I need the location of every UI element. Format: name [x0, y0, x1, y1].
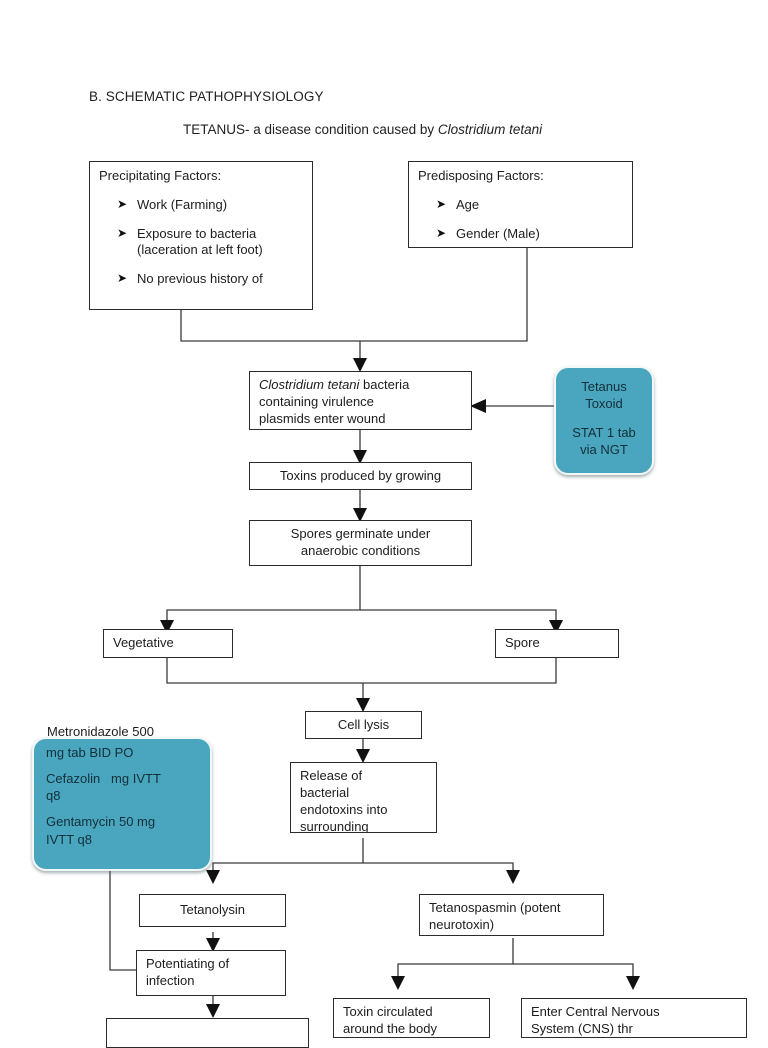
- diagram-title: TETANUS- a disease condition caused by C…: [183, 122, 542, 137]
- medications-spacer-2: [46, 804, 198, 813]
- medication-cefazolin-route: mg IVTT: [111, 771, 161, 787]
- tetanolysin-box: Tetanolysin: [139, 894, 286, 927]
- wire-split-right: [360, 609, 557, 622]
- tetanospasmin-line-2: neurotoxin): [429, 916, 495, 932]
- spore-label: Spore: [505, 635, 540, 650]
- tetanolysin-label: Tetanolysin: [179, 902, 246, 917]
- tetanospasmin-line-1: Tetanospasmin (potent: [429, 900, 561, 915]
- list-item-label: Age: [456, 196, 480, 212]
- bullet-arrow-icon: ➤: [436, 225, 447, 240]
- medication-line-3: q8: [46, 788, 61, 804]
- medications-callout: mg tab BID PO Cefazolin mg IVTT q8 Genta…: [32, 737, 212, 871]
- toxin-circulated-box: Toxin circulated around the body: [333, 998, 490, 1038]
- bullet-arrow-icon: ➤: [117, 270, 128, 285]
- spore-box: Spore: [495, 629, 619, 658]
- toxin-circulated-line-1: Toxin circulated: [343, 1004, 433, 1019]
- pathophysiology-diagram: B. SCHEMATIC PATHOPHYSIOLOGY TETANUS- a …: [32, 89, 747, 1048]
- section-heading: B. SCHEMATIC PATHOPHYSIOLOGY: [89, 89, 324, 104]
- predisposing-factors-list: ➤ Age ➤ Gender (Male): [418, 197, 623, 242]
- bullet-arrow-icon: ➤: [117, 225, 128, 240]
- wire-split-left: [166, 566, 361, 622]
- medications-spacer-1: [46, 761, 198, 770]
- release-line-2: bacterial: [300, 784, 350, 800]
- medication-line-1: mg tab BID PO: [46, 745, 134, 760]
- precipitating-factors-title: Precipitating Factors:: [99, 168, 222, 183]
- release-endotoxins-box: Release of bacterial endotoxins into sur…: [290, 762, 437, 833]
- spores-germinate-line-1: Spores germinate under: [290, 526, 431, 541]
- potentiating-line-1: Potentiating of: [146, 956, 230, 971]
- release-line-3: endotoxins into: [300, 801, 388, 817]
- potentiating-next-box: [106, 1018, 309, 1048]
- vegetative-box: Vegetative: [103, 629, 233, 658]
- vegetative-label: Vegetative: [113, 635, 174, 650]
- toxoid-line-1: Tetanus: [581, 379, 627, 394]
- predisposing-factors-box: Predisposing Factors: ➤ Age ➤ Gender (Ma…: [408, 161, 633, 248]
- toxoid-line-3: STAT 1 tab: [572, 425, 636, 441]
- wire-release-split-right: [363, 862, 514, 872]
- spores-germinate-box: Spores germinate under anaerobic conditi…: [249, 520, 472, 566]
- medication-line-4: Gentamycin 50 mg: [46, 814, 156, 830]
- bullet-arrow-icon: ➤: [117, 196, 128, 211]
- toxin-circulated-line-2: around the body: [343, 1020, 437, 1036]
- list-item-label-cont: (laceration at left foot): [137, 242, 263, 258]
- medications-overflow-label: Metronidazole 500: [47, 724, 154, 739]
- entry-box: Clostridium tetani bacteria containing v…: [249, 371, 472, 430]
- potentiating-infection-box: Potentiating of infection: [136, 950, 286, 996]
- toxins-produced-label: Toxins produced by growing: [279, 468, 442, 483]
- arrowhead-tetanospasmin: [506, 870, 520, 884]
- list-item-label: Exposure to bacteria: [137, 225, 257, 241]
- release-line-1: Release of: [300, 768, 363, 783]
- wire-meds-to-potentiating: [109, 860, 136, 971]
- toxoid-line-2: Toxoid: [585, 396, 623, 412]
- arrowhead-enter-cns: [626, 976, 640, 990]
- list-item-label: No previous history of: [137, 270, 263, 286]
- arrowhead-toxoid: [470, 399, 486, 413]
- tetanospasmin-box: Tetanospasmin (potent neurotoxin): [419, 894, 604, 936]
- precipitating-factors-box: Precipitating Factors: ➤ Work (Farming) …: [89, 161, 313, 310]
- list-item: ➤ Age: [418, 197, 623, 214]
- list-item: ➤ Gender (Male): [418, 226, 623, 243]
- predisposing-factors-title: Predisposing Factors:: [418, 168, 544, 183]
- entry-line-1: Clostridium tetani bacteria: [259, 377, 462, 394]
- list-item-label: Gender (Male): [456, 225, 540, 241]
- arrowhead-potentiating-down: [206, 1004, 220, 1018]
- list-item-label: Work (Farming): [137, 196, 228, 212]
- wire-tetanospasmin-left: [397, 938, 514, 978]
- list-item: ➤ Work (Farming): [99, 197, 303, 214]
- enter-cns-line-1: Enter Central Nervous: [531, 1004, 660, 1019]
- entry-line-2: containing virulence: [259, 393, 374, 409]
- arrowhead-entry: [353, 358, 367, 372]
- toxoid-spacer: [566, 412, 642, 424]
- wire-tetanospasmin-right: [513, 963, 634, 978]
- release-line-4: surrounding: [300, 818, 369, 833]
- entry-line-3: plasmids enter wound: [259, 410, 386, 426]
- potentiating-line-2: infection: [146, 972, 195, 988]
- list-item: ➤ No previous history of: [99, 271, 303, 288]
- medication-line-5: IVTT q8: [46, 831, 93, 847]
- arrowhead-cell-lysis: [356, 698, 370, 712]
- tetanus-toxoid-callout: Tetanus Toxoid STAT 1 tab via NGT: [554, 366, 654, 475]
- diagram-title-species: Clostridium tetani: [437, 122, 543, 137]
- cell-lysis-box: Cell lysis: [305, 711, 422, 739]
- enter-cns-box: Enter Central Nervous System (CNS) thr: [521, 998, 747, 1038]
- wire-merge-to-lysis: [166, 658, 557, 684]
- diagram-title-prefix: TETANUS- a disease condition caused by: [183, 122, 438, 137]
- precipitating-factors-list: ➤ Work (Farming) ➤ Exposure to bacteria …: [99, 197, 303, 288]
- toxins-produced-box: Toxins produced by growing: [249, 462, 472, 490]
- medication-cefazolin: Cefazolin: [46, 771, 101, 787]
- spores-germinate-line-2: anaerobic conditions: [300, 542, 421, 558]
- entry-line-1-rest: bacteria: [359, 377, 410, 392]
- enter-cns-line-2: System (CNS) thr: [531, 1020, 633, 1036]
- bullet-arrow-icon: ➤: [436, 196, 447, 211]
- arrowhead-toxin-circulated: [391, 976, 405, 990]
- list-item: ➤ Exposure to bacteria (laceration at le…: [99, 226, 303, 259]
- cell-lysis-label: Cell lysis: [337, 717, 390, 732]
- entry-species: Clostridium tetani: [259, 377, 360, 392]
- arrowhead-release: [356, 749, 370, 763]
- medication-line-2: Cefazolin mg IVTT: [46, 770, 198, 787]
- toxoid-line-4: via NGT: [580, 442, 628, 458]
- wire-release-split-left: [212, 838, 364, 872]
- arrowhead-tetanolysin: [206, 870, 220, 884]
